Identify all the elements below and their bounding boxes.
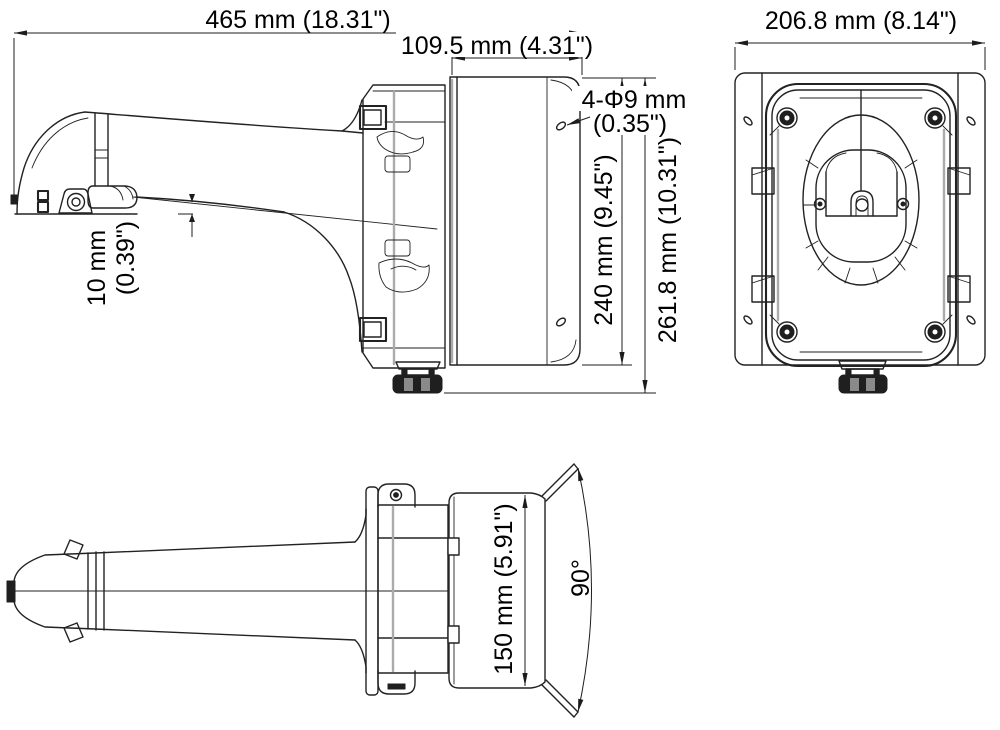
corner-screw-top-left — [776, 107, 798, 129]
dim-label-overall-height: 261.8 mm (10.31") — [654, 137, 682, 343]
cover-latch-bottom — [358, 316, 388, 343]
plate-flange-lower — [541, 679, 579, 718]
dim-label-holes-line2: (0.35") — [593, 110, 667, 138]
box-frame-rear — [751, 82, 971, 368]
plate-top-view — [447, 463, 579, 718]
flange-ear-top — [377, 483, 416, 508]
clip-tab-top — [63, 539, 84, 560]
hole-leader-line — [566, 116, 591, 126]
mount-hole-bottom — [555, 317, 567, 327]
junction-box-plate-side — [449, 76, 581, 366]
side-view-dimensions: 465 mm (18.31") 109.5 mm (4.31") 4-Φ9 mm… — [13, 6, 694, 394]
bracket-arm — [10, 99, 438, 353]
dome-detail — [802, 89, 920, 286]
arm-tip-cap — [6, 580, 16, 603]
corner-screw-top-right — [924, 107, 946, 129]
clip-tab-bottom — [63, 622, 84, 643]
top-view-dimensions: 150 mm (5.91") 90° — [490, 467, 595, 713]
rear-view — [734, 72, 986, 394]
box-top-view — [377, 504, 449, 674]
dim-label-overall-length: 465 mm (18.31") — [205, 6, 390, 34]
side-tab-right-upper — [947, 167, 971, 195]
dim-arc-flange-angle — [577, 467, 592, 713]
flange-top-view — [365, 483, 416, 696]
corner-screw-bottom-left — [776, 321, 798, 343]
cable-gland-side — [392, 361, 443, 394]
plate-hole-top-left — [743, 116, 753, 126]
rear-view-dimensions: 206.8 mm (8.14") — [734, 7, 986, 70]
plate-flange-upper — [541, 463, 579, 502]
dim-label-offset-line2: (0.39") — [112, 221, 140, 295]
cable-gland-rear — [838, 360, 888, 394]
arm-elbow — [87, 185, 138, 209]
plate-hole-top-right — [966, 116, 976, 126]
dim-label-offset-line1: 10 mm — [83, 230, 111, 306]
dim-label-holes-line1: 4-Φ9 mm — [582, 86, 687, 114]
corner-screw-bottom-right — [924, 321, 946, 343]
plate-notch-upper — [447, 537, 460, 556]
dim-label-plate-width: 206.8 mm (8.14") — [765, 7, 957, 35]
dome-side-screw-left — [813, 197, 827, 211]
side-tab-left-upper — [751, 167, 775, 195]
cover-latch-top — [358, 104, 388, 131]
side-tab-left-lower — [751, 275, 775, 303]
mount-hole-top — [555, 121, 567, 131]
junction-box-cover — [358, 84, 446, 369]
dome-center-screw — [850, 190, 874, 217]
plate-hole-bottom-left — [743, 315, 753, 325]
dim-label-box-depth: 109.5 mm (4.31") — [401, 32, 593, 60]
dim-label-plate-height: 240 mm (9.45") — [590, 154, 618, 325]
top-view — [6, 463, 579, 718]
dome-side-screw-right — [896, 197, 910, 211]
plate-hole-bottom-right — [966, 315, 976, 325]
side-view — [10, 76, 581, 394]
plate-notch-lower — [447, 625, 460, 644]
flange-ear-bottom — [377, 670, 416, 695]
dim-label-flange-angle: 90° — [567, 559, 595, 597]
hinge-bracket — [58, 188, 93, 214]
side-tab-right-lower — [947, 275, 971, 303]
dim-label-plate-span: 150 mm (5.91") — [490, 503, 518, 674]
clamp-screw — [66, 192, 86, 212]
